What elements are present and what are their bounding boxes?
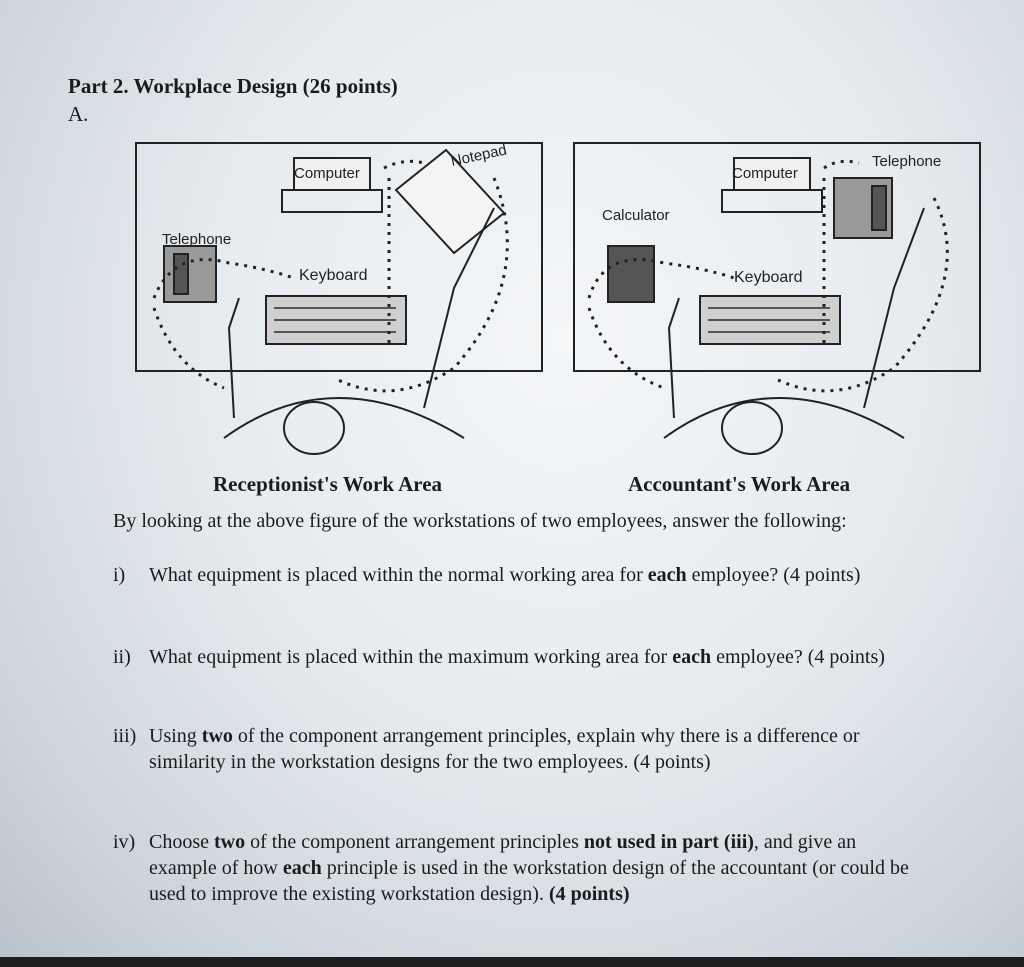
accountant-computer-icon xyxy=(721,189,823,213)
question-4: iv) Choose two of the component arrangem… xyxy=(113,829,913,907)
receptionist-desk xyxy=(135,142,543,372)
accountant-computer-label: Computer xyxy=(732,165,798,182)
question-emphasis: two xyxy=(214,831,246,853)
section-heading: Part 2. Workplace Design (26 points) xyxy=(68,74,398,98)
question-text: employee? (4 points) xyxy=(711,646,885,668)
question-text: , and give an example of how xyxy=(149,831,857,879)
notepad-label: Notepad xyxy=(449,141,508,169)
receptionist-caption: Receptionist's Work Area xyxy=(213,472,443,496)
accountant-telephone-label: Telephone xyxy=(872,153,941,170)
receptionist-shoulders xyxy=(223,397,465,439)
question-2: ii) What equipment is placed within the … xyxy=(113,644,913,670)
question-emphasis: each xyxy=(647,564,687,586)
calculator-label: Calculator xyxy=(602,207,670,224)
question-emphasis: each xyxy=(282,857,322,879)
question-text: Using xyxy=(149,725,202,747)
accountant-diagram xyxy=(573,142,981,455)
question-text: principle is used in the workstation des… xyxy=(149,857,909,905)
receptionist-keyboard-label: Keyboard xyxy=(299,267,368,284)
receptionist-head xyxy=(283,401,345,455)
question-text: of the component arrangement principles,… xyxy=(149,725,860,773)
question-number: i) xyxy=(113,564,126,586)
question-1: i) What equipment is placed within the n… xyxy=(113,562,913,588)
accountant-desk xyxy=(573,142,981,372)
question-text: What equipment is placed within the maxi… xyxy=(149,646,673,668)
question-text: What equipment is placed within the norm… xyxy=(149,564,648,586)
notepad-icon xyxy=(394,148,506,255)
question-text: Choose xyxy=(149,831,214,853)
receptionist-diagram xyxy=(135,142,543,455)
calculator-icon xyxy=(607,245,655,303)
question-number: ii) xyxy=(113,646,131,668)
question-3: iii) Using two of the component arrangem… xyxy=(113,723,913,775)
receptionist-telephone-label: Telephone xyxy=(162,231,231,248)
accountant-head xyxy=(721,401,783,455)
receptionist-monitor-icon xyxy=(293,157,371,191)
question-text: of the component arrangement principles xyxy=(245,831,584,853)
accountant-shoulders xyxy=(663,397,905,439)
question-emphasis: not used in part (iii) xyxy=(583,831,754,853)
receptionist-telephone-icon xyxy=(163,245,217,303)
question-number: iii) xyxy=(113,725,137,747)
question-text: employee? (4 points) xyxy=(686,564,861,586)
accountant-monitor-icon xyxy=(733,157,811,191)
question-emphasis: (4 points) xyxy=(548,883,630,905)
question-emphasis: two xyxy=(201,725,233,747)
receptionist-computer-label: Computer xyxy=(294,165,360,182)
question-number: iv) xyxy=(113,831,136,853)
workstation-figure: Computer Notepad Telephone Keyboard xyxy=(135,141,981,455)
part-label: A. xyxy=(68,102,89,126)
screen-bezel xyxy=(0,957,1024,967)
accountant-keyboard-label: Keyboard xyxy=(734,269,803,286)
question-emphasis: each xyxy=(672,646,712,668)
accountant-caption: Accountant's Work Area xyxy=(628,472,851,496)
intro-text: By looking at the above figure of the wo… xyxy=(113,510,847,532)
receptionist-computer-icon xyxy=(281,189,383,213)
